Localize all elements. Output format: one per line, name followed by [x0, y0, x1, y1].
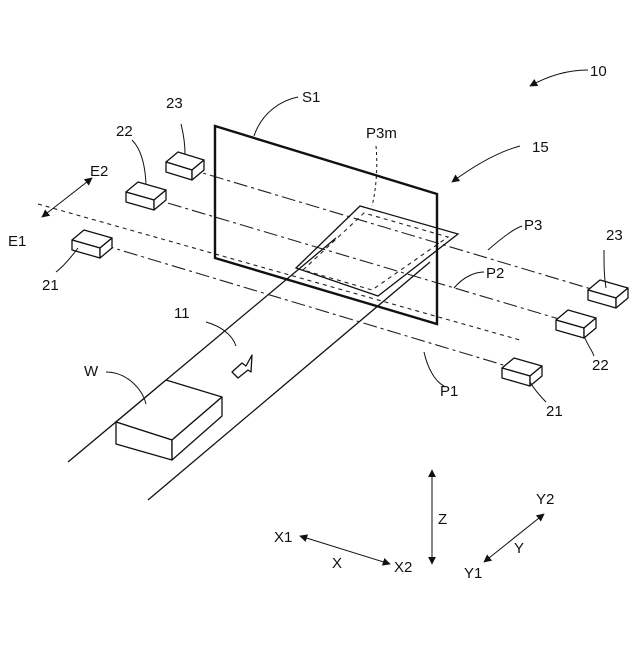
label-sensor-23-right: 23	[606, 227, 623, 244]
label-inspection-area: 15	[532, 139, 549, 156]
label-workpiece: W	[84, 363, 99, 380]
leader-lines	[56, 70, 606, 404]
sensor-21-right	[502, 358, 542, 386]
label-direction-e1: E1	[8, 233, 26, 250]
label-plane-p3m: P3m	[366, 125, 397, 142]
label-axis-y1: Y1	[464, 565, 482, 582]
sensor-22-left	[126, 182, 166, 210]
label-sensor-22-left: 22	[116, 123, 133, 140]
sensor-21-left	[72, 230, 112, 258]
label-plane-s1: S1	[302, 89, 320, 106]
label-plane-p3: P3	[524, 217, 542, 234]
label-sensor-22-right: 22	[592, 357, 609, 374]
label-axis-x: X	[332, 555, 342, 572]
label-conveyor: 11	[174, 305, 190, 322]
label-sensor-23-left: 23	[166, 95, 183, 112]
label-axis-y2: Y2	[536, 491, 554, 508]
label-system: 10	[590, 63, 607, 80]
label-plane-p2: P2	[486, 265, 504, 282]
label-axis-x1: X1	[274, 529, 292, 546]
sensor-22-right	[556, 310, 596, 338]
sensor-23-right	[588, 280, 628, 308]
label-axis-y: Y	[514, 540, 524, 557]
label-plane-p1: P1	[440, 383, 458, 400]
conveyance-arrow-icon	[232, 355, 252, 378]
label-sensor-21-left: 21	[42, 277, 59, 294]
plane-s1	[215, 126, 437, 324]
label-direction-e2: E2	[90, 163, 108, 180]
beam-lines	[38, 168, 608, 370]
workpiece-box	[116, 380, 222, 460]
label-sensor-21-right: 21	[546, 403, 563, 420]
label-axis-z: Z	[438, 511, 447, 528]
label-axis-x2: X2	[394, 559, 412, 576]
direction-e-arrow	[42, 178, 92, 217]
sensor-23-left	[166, 152, 204, 180]
axis-x	[300, 536, 390, 564]
